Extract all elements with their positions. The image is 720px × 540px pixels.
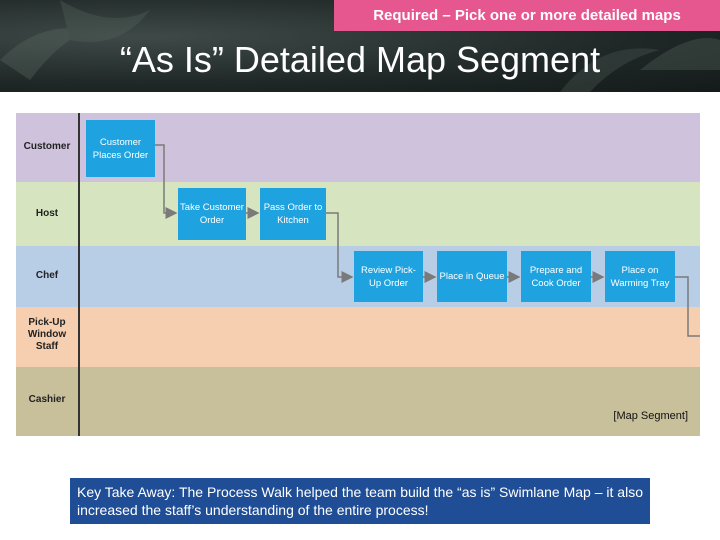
step-take-customer-order: Take Customer Order	[178, 188, 246, 240]
lane-label-customer: Customer	[23, 141, 71, 152]
lane-cashier: Cashier	[16, 367, 700, 436]
arrow-warming-tray-to-pickup	[675, 276, 700, 337]
page-title: “As Is” Detailed Map Segment	[119, 39, 601, 80]
step-customer-places-order: Customer Places Order	[86, 120, 155, 177]
palm-leaves-decoration	[0, 0, 720, 92]
swimlane-diagram: Customer Host Chef Pick-Up Window Staff …	[16, 113, 700, 436]
step-prepare-and-cook-order: Prepare and Cook Order	[521, 251, 591, 302]
map-segment-label: [Map Segment]	[613, 410, 688, 422]
lane-host: Host	[16, 182, 700, 246]
lane-label-cashier: Cashier	[28, 394, 66, 405]
lane-pickup-window-staff: Pick-Up Window Staff	[16, 307, 700, 367]
lane-label-chef: Chef	[35, 270, 59, 281]
step-place-in-queue: Place in Queue	[437, 251, 507, 302]
arrow-customer-to-take-order	[155, 144, 178, 219]
arrow-pass-order-to-review	[326, 212, 354, 283]
lane-label-pickup-window-staff: Pick-Up Window Staff	[27, 317, 67, 352]
flow-arrows	[155, 144, 700, 337]
required-tag: Required – Pick one or more detailed map…	[334, 0, 720, 31]
step-pass-order-to-kitchen: Pass Order to Kitchen	[260, 188, 326, 240]
key-takeaway-box: Key Take Away: The Process Walk helped t…	[70, 478, 650, 524]
lane-divider	[78, 113, 80, 436]
step-place-on-warming-tray: Place on Warming Tray	[605, 251, 675, 302]
lane-label-host: Host	[35, 208, 59, 219]
step-review-pickup-order: Review Pick-Up Order	[354, 251, 423, 302]
